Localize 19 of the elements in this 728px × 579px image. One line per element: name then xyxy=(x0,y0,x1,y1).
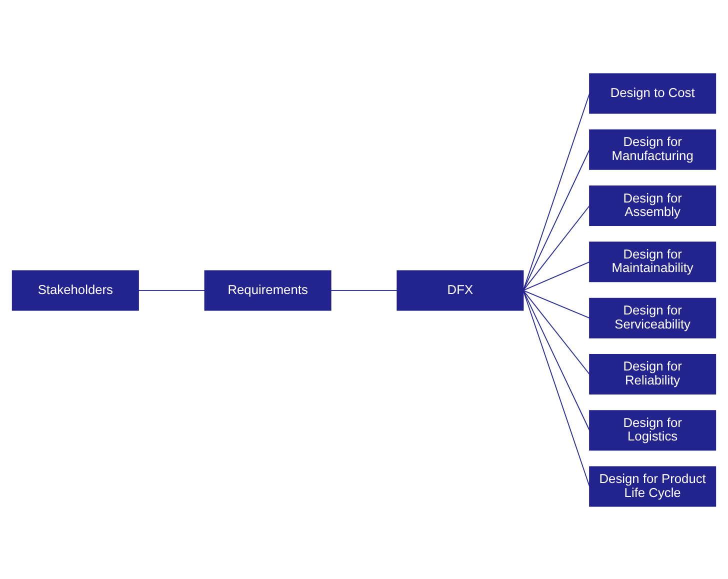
node-box: Requirements xyxy=(204,270,332,310)
connector xyxy=(522,92,590,290)
connector xyxy=(522,290,590,318)
node-box: Design for Product Life Cycle xyxy=(589,466,716,506)
node-box: Design for Maintainability xyxy=(589,241,716,282)
connector xyxy=(522,290,590,486)
node-box: Design for Serviceability xyxy=(589,297,716,338)
connector xyxy=(522,290,590,374)
node-box: Design for Assembly xyxy=(589,185,716,226)
connector xyxy=(522,148,590,290)
node-box: Design for Reliability xyxy=(589,353,716,394)
node-box: Design to Cost xyxy=(589,72,716,114)
connector xyxy=(522,204,590,290)
node-box: Design for Logistics xyxy=(589,410,716,450)
node-box: Design for Manufacturing xyxy=(589,128,716,170)
connector xyxy=(522,260,590,290)
node-box: DFX xyxy=(396,270,524,310)
node-box: Stakeholders xyxy=(12,270,139,310)
connector xyxy=(522,290,590,430)
